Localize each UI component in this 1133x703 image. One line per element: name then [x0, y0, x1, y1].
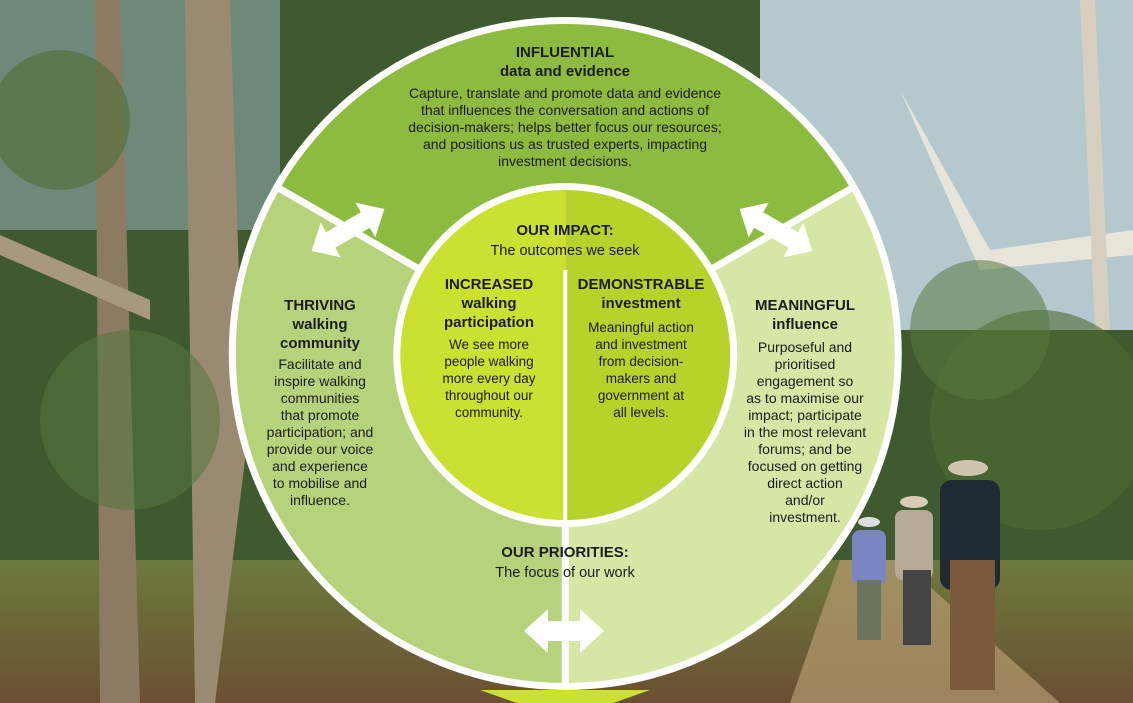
demonstrable-line: and investment — [595, 337, 687, 352]
meaningful-subtitle: influence — [772, 316, 838, 333]
thriving-line: to mobilise and — [272, 475, 368, 491]
increased-line: people walking — [444, 354, 534, 369]
meaningful-line: investment. — [769, 509, 841, 525]
double-arrow-icon-left — [311, 202, 385, 258]
influential-subtitle: data and evidence — [499, 63, 631, 80]
demonstrable-line: government at — [597, 388, 685, 403]
demonstrable-title-line: DEMONSTRABLE — [577, 276, 705, 293]
increased-title-line: walking — [461, 295, 517, 312]
double-arrow-icon-bottom — [524, 609, 604, 653]
thriving-line: that promote — [280, 407, 360, 423]
thriving-subtitle-line: community — [279, 335, 360, 352]
demonstrable-block: DEMONSTRABLE investment Meaningful actio… — [570, 276, 712, 421]
inner-impact-circle — [393, 183, 738, 527]
meaningful-line: in the most relevant — [743, 424, 867, 440]
influential-line: investment decisions. — [498, 153, 632, 169]
meaningful-block: MEANINGFUL influence Purposeful and prio… — [730, 297, 880, 526]
demonstrable-line: Meaningful action — [588, 320, 694, 335]
influential-line: that influences the conversation and act… — [421, 102, 709, 118]
meaningful-line: Purposeful and — [757, 339, 853, 355]
increased-line: throughout our — [445, 388, 533, 403]
thriving-block: THRIVING walking community Facilitate an… — [250, 297, 390, 509]
thriving-line: influence. — [290, 492, 350, 508]
increased-line: We see more — [448, 337, 530, 352]
thriving-line: participation; and — [266, 424, 374, 440]
influential-title: INFLUENTIAL — [515, 44, 615, 61]
impact-subtitle: The outcomes we seek — [490, 243, 640, 259]
priorities-block: OUR PRIORITIES: The focus of our work — [455, 544, 675, 584]
meaningful-line: direct action — [767, 475, 843, 491]
meaningful-line: engagement so — [756, 373, 854, 389]
meaningful-title: MEANINGFUL — [755, 297, 855, 314]
double-arrow-icon-right — [739, 202, 813, 258]
impact-heading-block: OUR IMPACT: The outcomes we seek — [460, 222, 670, 262]
influential-block: INFLUENTIAL data and evidence Capture, t… — [385, 44, 745, 170]
increased-title-line: participation — [443, 314, 534, 331]
influential-line: decision-makers; helps better focus our … — [408, 119, 722, 135]
impact-title: OUR IMPACT: — [516, 222, 614, 239]
bottom-pointer — [480, 690, 650, 703]
demonstrable-title-line: investment — [601, 295, 681, 312]
meaningful-line: and/or — [785, 492, 825, 508]
thriving-line: provide our voice — [266, 441, 374, 457]
thriving-title: THRIVING — [284, 297, 356, 314]
influential-line: and positions us as trusted experts, imp… — [422, 136, 708, 152]
thriving-line: and experience — [272, 458, 368, 474]
influential-line: Capture, translate and promote data and … — [408, 85, 722, 101]
increased-block: INCREASED walking participation We see m… — [428, 276, 550, 421]
walkers-figures — [852, 460, 1000, 690]
meaningful-line: impact; participate — [748, 407, 862, 423]
demonstrable-line: makers and — [605, 371, 677, 386]
thriving-line: inspire walking — [274, 373, 366, 389]
thriving-line: communities — [280, 390, 360, 406]
priorities-title: OUR PRIORITIES: — [501, 544, 629, 561]
demonstrable-line: all levels. — [613, 405, 669, 420]
increased-line: more every day — [442, 371, 536, 386]
thriving-line: Facilitate and — [278, 356, 362, 372]
meaningful-line: focused on getting — [747, 458, 863, 474]
inner-right-half — [565, 190, 731, 520]
inner-left-half — [400, 190, 566, 520]
demonstrable-line: from decision- — [598, 354, 684, 369]
increased-line: community. — [454, 405, 523, 420]
thriving-subtitle-line: walking — [292, 316, 348, 333]
meaningful-line: forums; and be — [758, 441, 852, 457]
priorities-subtitle: The focus of our work — [495, 565, 635, 581]
meaningful-line: as to maximise our — [746, 390, 864, 406]
increased-title-line: INCREASED — [444, 276, 534, 293]
meaningful-line: prioritised — [774, 356, 836, 372]
